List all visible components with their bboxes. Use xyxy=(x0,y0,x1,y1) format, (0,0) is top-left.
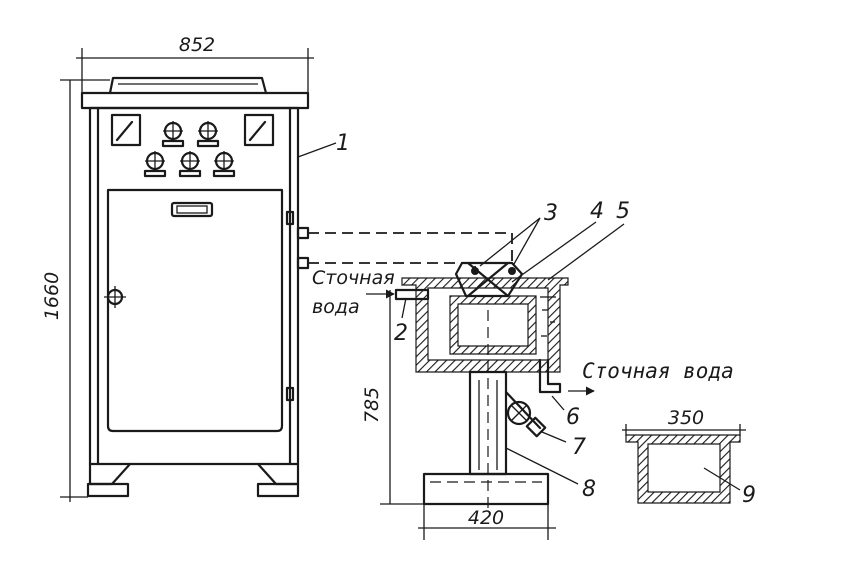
stand-base xyxy=(422,472,550,506)
control-cabinet xyxy=(80,76,310,498)
leg-right xyxy=(256,482,300,498)
callout-5: 5 xyxy=(616,199,630,224)
drain-valve xyxy=(504,390,547,438)
gauge-left xyxy=(110,113,142,147)
callout-8: 8 xyxy=(582,477,596,502)
dim-1660-label: 1660 xyxy=(41,272,63,320)
callout-2: 2 xyxy=(394,321,408,346)
dimension-785: 785 xyxy=(361,290,426,505)
wastewater-in-label-1: Сточная xyxy=(312,267,395,289)
cabinet-door xyxy=(106,188,284,433)
door-handle xyxy=(170,201,214,218)
callout-9: 9 xyxy=(742,483,756,508)
dim-420-label: 420 xyxy=(468,507,504,529)
inlet-pipe xyxy=(394,288,430,301)
callout-7: 7 xyxy=(572,435,586,460)
electrode-head xyxy=(454,261,524,298)
dim-852-label: 852 xyxy=(179,34,215,56)
callout-4: 4 xyxy=(590,199,604,224)
callout-1: 1 xyxy=(336,131,350,156)
wastewater-in-label-2: вода xyxy=(312,296,360,318)
connecting-cables xyxy=(308,232,513,268)
control-knobs xyxy=(143,121,236,178)
outlet-pipe xyxy=(538,358,562,394)
dimension-1660: 1660 xyxy=(41,79,110,502)
dim-785-label: 785 xyxy=(361,387,383,423)
callout-6: 6 xyxy=(566,405,580,430)
dim-350-label: 350 xyxy=(668,407,704,429)
gauge-right xyxy=(243,113,275,147)
inner-cup xyxy=(449,295,537,355)
leg-left xyxy=(86,482,130,498)
treatment-apparatus xyxy=(394,261,569,508)
dimension-420: 420 xyxy=(418,504,556,540)
wastewater-out-label: Сточная вода xyxy=(582,359,734,383)
callout-3: 3 xyxy=(544,201,558,226)
collection-tank: 350 xyxy=(622,407,746,504)
dimension-852: 852 xyxy=(76,34,314,92)
